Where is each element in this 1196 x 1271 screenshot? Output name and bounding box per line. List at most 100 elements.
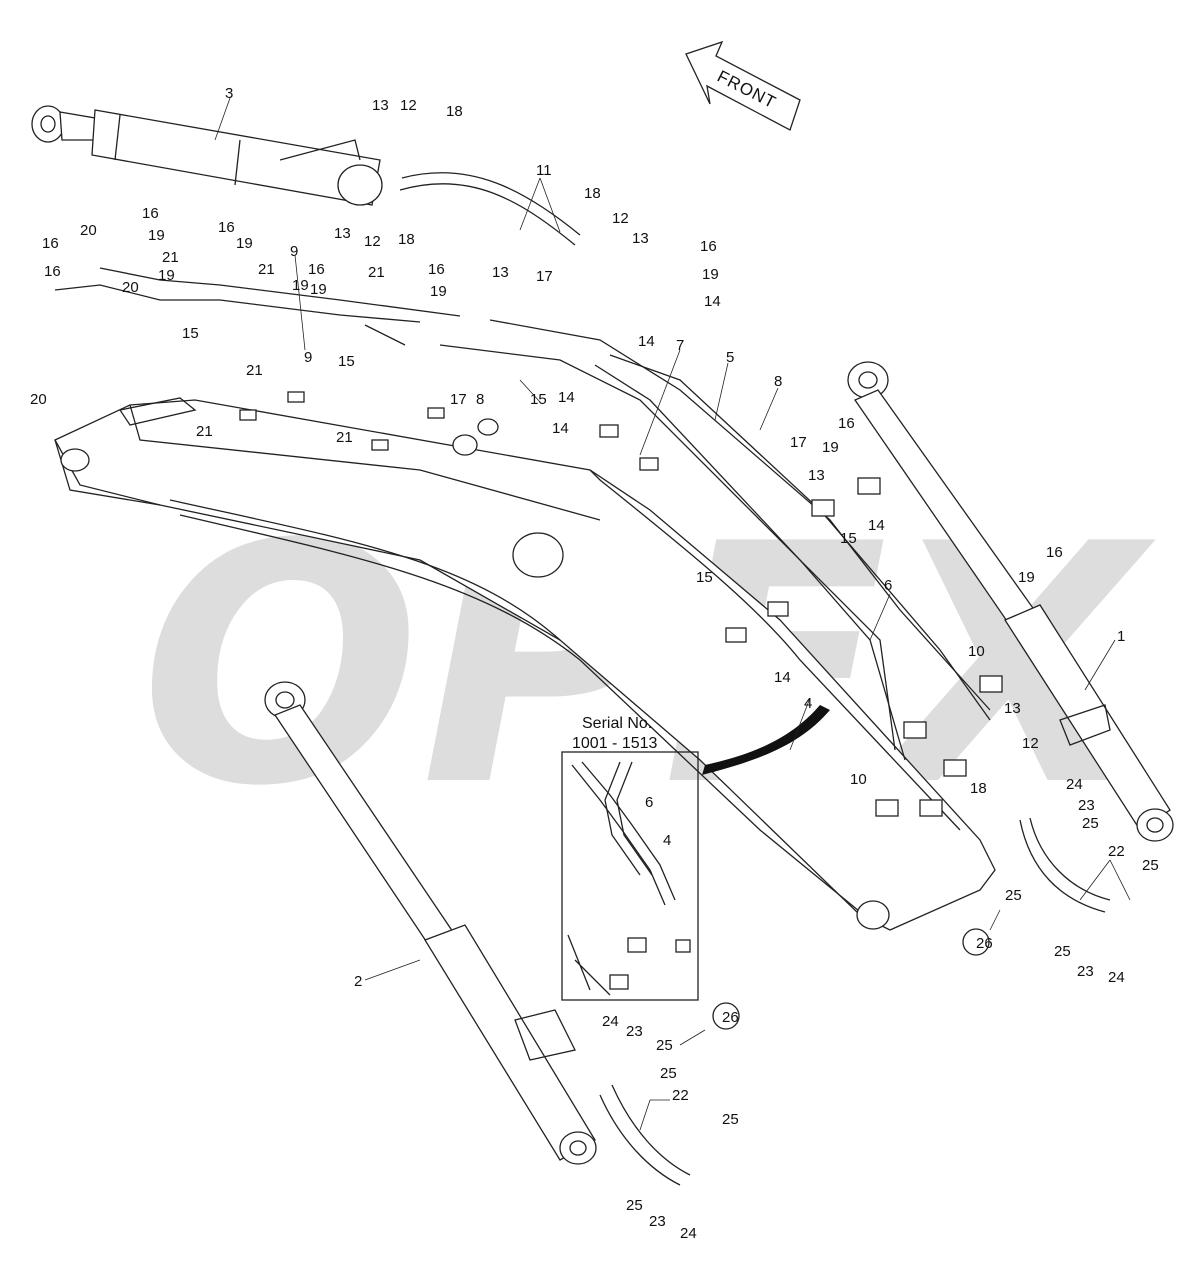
part-callout: 12 (612, 210, 629, 227)
part-callout: 16 (142, 205, 159, 222)
part-callout: 8 (476, 391, 484, 408)
part-callout: 16 (218, 219, 235, 236)
part-callout: 16 (428, 261, 445, 278)
part-callout: 19 (1018, 569, 1035, 586)
part-callout: 13 (1004, 700, 1021, 717)
part-callout: 23 (1077, 963, 1094, 980)
part-callout: 16 (44, 263, 61, 280)
part-callout: 19 (702, 266, 719, 283)
part-callout: 21 (336, 429, 353, 446)
front-label: FRONT (714, 67, 779, 113)
part-callout: 12 (1022, 735, 1039, 752)
part-callout: 6 (884, 577, 892, 594)
part-callout: 20 (30, 391, 47, 408)
part-callout: 14 (774, 669, 791, 686)
part-callout: 13 (492, 264, 509, 281)
part-callout: 16 (42, 235, 59, 252)
part-callout: 25 (1054, 943, 1071, 960)
part-callout: 17 (790, 434, 807, 451)
part-callout: 20 (122, 279, 139, 296)
inset-serial-detail: Serial No. 1001 - 1513 6 4 (561, 715, 699, 1001)
part-callout: 18 (970, 780, 987, 797)
part-callout: 18 (398, 231, 415, 248)
part-callout: 15 (182, 325, 199, 342)
part-callout: 14 (638, 333, 655, 350)
part-callout: 3 (225, 85, 233, 102)
part-callout: 24 (1108, 969, 1125, 986)
part-callout: 25 (1142, 857, 1159, 874)
part-callout: 10 (850, 771, 867, 788)
part-callout: 25 (656, 1037, 673, 1054)
part-callout: 1 (1117, 628, 1125, 645)
part-callout: 19 (292, 277, 309, 294)
part-callout: 9 (304, 349, 312, 366)
part-callout: 14 (558, 389, 575, 406)
part-callout: 19 (430, 283, 447, 300)
part-callout: 25 (660, 1065, 677, 1082)
part-callout: 25 (1082, 815, 1099, 832)
part-callout: 19 (822, 439, 839, 456)
part-callout: 25 (1005, 887, 1022, 904)
part-callout: 14 (552, 420, 569, 437)
part-callout: 17 (450, 391, 467, 408)
part-callout: 15 (840, 530, 857, 547)
boom-cylinder-1 (847, 361, 1174, 842)
part-callout: 12 (364, 233, 381, 250)
part-callout: 20 (80, 222, 97, 239)
inset-callout: 4 (663, 832, 671, 849)
part-callout: 24 (602, 1013, 619, 1030)
part-callout: 13 (372, 97, 389, 114)
part-callout: 23 (626, 1023, 643, 1040)
part-callout: 4 (804, 695, 812, 712)
part-callout: 10 (968, 643, 985, 660)
part-callout: 13 (632, 230, 649, 247)
ref-circle-26 (712, 928, 990, 1030)
part-callout: 22 (1108, 843, 1125, 860)
part-callout: 13 (808, 467, 825, 484)
part-callout: 21 (162, 249, 179, 266)
part-callout: 21 (258, 261, 275, 278)
inset-callout: 6 (645, 794, 653, 811)
part-callout: 8 (774, 373, 782, 390)
part-callout: 15 (530, 391, 547, 408)
boom-cylinder-2 (264, 681, 597, 1165)
part-callout: 25 (626, 1197, 643, 1214)
front-arrow: FRONT (685, 40, 801, 131)
part-callout: 24 (680, 1225, 697, 1242)
part-callout: 26 (976, 935, 993, 952)
part-callout: 14 (704, 293, 721, 310)
part-callout: 5 (726, 349, 734, 366)
part-callout: 19 (236, 235, 253, 252)
part-callout: 23 (1078, 797, 1095, 814)
part-callout: 17 (536, 268, 553, 285)
arm-cylinder-3 (31, 105, 383, 206)
part-callout: 15 (338, 353, 355, 370)
part-callout: 2 (354, 973, 362, 990)
inset-title-line1: Serial No. (582, 715, 652, 732)
leader-lines (214, 97, 1131, 1131)
part-callout: 23 (649, 1213, 666, 1230)
part-callout: 16 (1046, 544, 1063, 561)
part-callout: 24 (1066, 776, 1083, 793)
part-callout: 12 (400, 97, 417, 114)
part-callout: 14 (868, 517, 885, 534)
clamps (239, 391, 1003, 817)
part-callout: 16 (308, 261, 325, 278)
part-callout: 16 (700, 238, 717, 255)
boom (54, 397, 996, 931)
part-callout: 16 (838, 415, 855, 432)
part-callout: 11 (536, 162, 552, 179)
inset-title-line2: 1001 - 1513 (572, 735, 658, 752)
part-callout: 26 (722, 1009, 739, 1026)
part-callout: 7 (676, 337, 684, 354)
part-callout: 9 (290, 243, 298, 260)
inset-pointer-arrow (702, 705, 830, 775)
part-callout: 18 (446, 103, 463, 120)
part-callout: 21 (196, 423, 213, 440)
part-callout: 19 (310, 281, 327, 298)
part-callout: 18 (584, 185, 601, 202)
part-callout: 21 (368, 264, 385, 281)
part-callout: 15 (696, 569, 713, 586)
